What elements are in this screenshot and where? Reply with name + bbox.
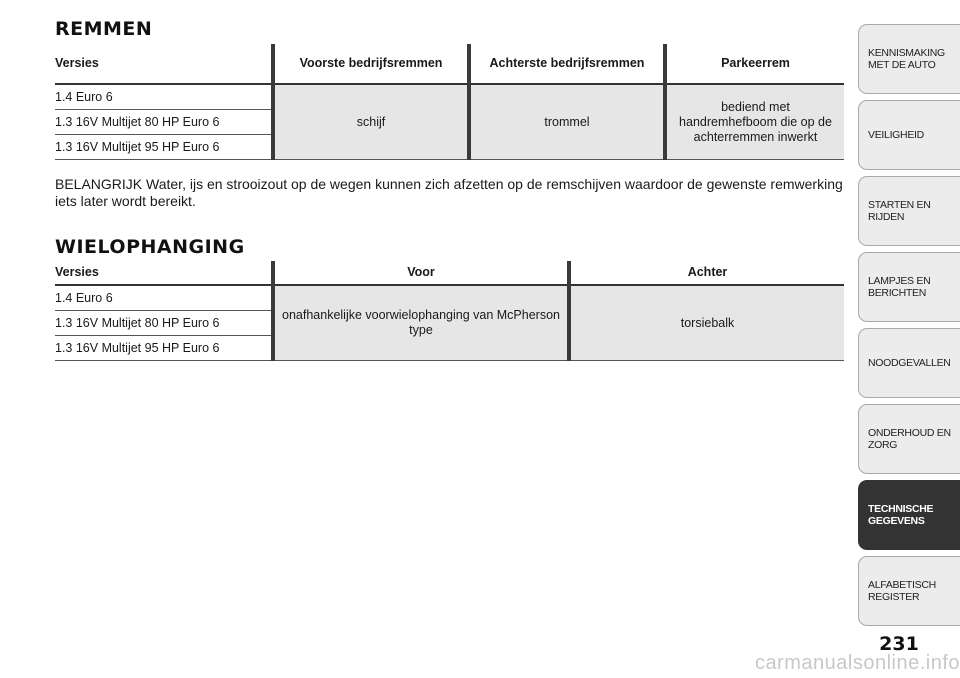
brakes-version-1: 1.4 Euro 6 <box>55 84 273 110</box>
tab-kennismaking[interactable]: KENNISMAKING MET DE AUTO <box>858 24 960 94</box>
tab-alfabetisch-register[interactable]: ALFABETISCH REGISTER <box>858 556 960 626</box>
brakes-front-value: schijf <box>271 84 469 160</box>
suspension-header-rear: Achter <box>567 261 844 286</box>
tab-starten-en-rijden[interactable]: STARTEN EN RIJDEN <box>858 176 960 246</box>
tab-lampjes-en-berichten[interactable]: LAMPJES EN BERICHTEN <box>858 252 960 322</box>
page-number: 231 <box>879 633 919 655</box>
table-row: 1.3 16V Multijet 95 HP Euro 6 <box>55 335 844 361</box>
tab-onderhoud-en-zorg[interactable]: ONDERHOUD EN ZORG <box>858 404 960 474</box>
brakes-header-versions: Versies <box>55 44 273 85</box>
brakes-version-3: 1.3 16V Multijet 95 HP Euro 6 <box>55 134 273 160</box>
table-row: 1.4 Euro 6 schijf trommel bediend met ha… <box>55 84 844 160</box>
tab-label: TECHNISCHE GEGEVENS <box>868 503 934 527</box>
suspension-rear-value: torsiebalk <box>567 285 844 361</box>
tab-technische-gegevens[interactable]: TECHNISCHE GEGEVENS <box>858 480 960 550</box>
tab-label: KENNISMAKING MET DE AUTO <box>868 47 945 71</box>
brakes-parking-value: bediend met handremhefboom die op de ach… <box>663 84 844 160</box>
suspension-front-value: onafhankelijke voorwielophanging van McP… <box>271 285 569 361</box>
suspension-header-versions: Versies <box>55 261 273 286</box>
brakes-rear-value: trommel <box>467 84 665 160</box>
table-row: 1.3 16V Multijet 95 HP Euro 6 <box>55 134 844 160</box>
tab-label: NOODGEVALLEN <box>868 357 951 369</box>
tab-label: VEILIGHEID <box>868 129 924 141</box>
suspension-version-2: 1.3 16V Multijet 80 HP Euro 6 <box>55 310 273 336</box>
brakes-header-parking: Parkeerrem <box>663 44 844 85</box>
suspension-header-front: Voor <box>271 261 569 286</box>
brakes-title: REMMEN <box>55 18 153 40</box>
tab-label: STARTEN EN RIJDEN <box>868 199 931 223</box>
table-row: 1.3 16V Multijet 80 HP Euro 6 <box>55 310 844 336</box>
table-row: 1.3 16V Multijet 80 HP Euro 6 <box>55 109 844 135</box>
important-note: BELANGRIJK Water, ijs en strooizout op d… <box>55 176 843 209</box>
suspension-table: Versies Voor Achter 1.4 Euro 6 onafhanke… <box>55 261 844 361</box>
watermark: carmanualsonline.info <box>754 652 960 674</box>
brakes-header-front: Voorste bedrijfsremmen <box>271 44 469 85</box>
suspension-version-1: 1.4 Euro 6 <box>55 285 273 311</box>
tab-label: ALFABETISCH REGISTER <box>868 579 936 603</box>
brakes-version-2: 1.3 16V Multijet 80 HP Euro 6 <box>55 109 273 135</box>
tab-veiligheid[interactable]: VEILIGHEID <box>858 100 960 170</box>
brakes-header-rear: Achterste bedrijfsremmen <box>467 44 665 85</box>
tab-label: LAMPJES EN BERICHTEN <box>868 275 931 299</box>
table-row: 1.4 Euro 6 onafhankelijke voorwielophang… <box>55 285 844 361</box>
brakes-table: Versies Voorste bedrijfsremmen Achterste… <box>55 44 844 160</box>
suspension-title: WIELOPHANGING <box>55 236 245 258</box>
tab-noodgevallen[interactable]: NOODGEVALLEN <box>858 328 960 398</box>
tab-label: ONDERHOUD EN ZORG <box>868 427 951 451</box>
suspension-version-3: 1.3 16V Multijet 95 HP Euro 6 <box>55 335 273 361</box>
